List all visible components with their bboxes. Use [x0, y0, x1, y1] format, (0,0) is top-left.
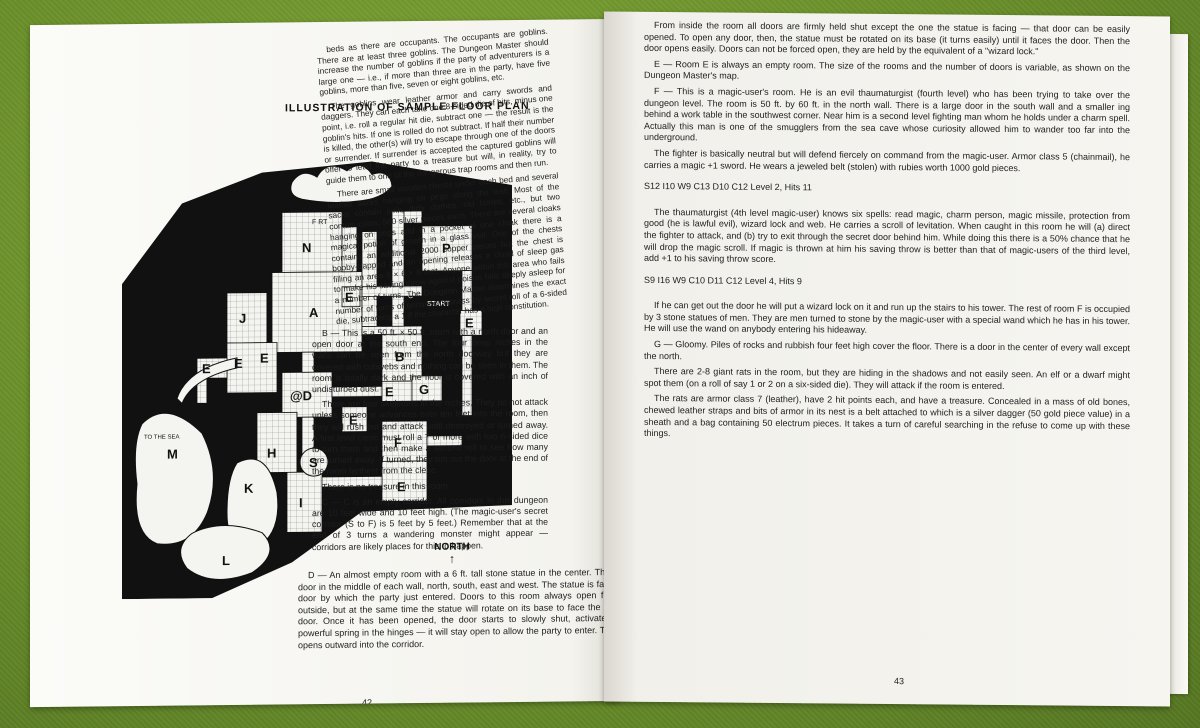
room-J: [226, 292, 268, 344]
room-G: [411, 375, 443, 402]
right-page: From inside the room all doors are firml…: [604, 11, 1170, 707]
corridor-8: [301, 351, 315, 373]
paragraph: There are four skeletons in the niches. …: [312, 396, 548, 477]
label-P: P: [442, 241, 451, 256]
corridor-14: [361, 325, 423, 336]
label-D: @D: [290, 388, 312, 403]
label-E1: E: [345, 290, 354, 305]
left-text-column-middle: B — This is a 50 ft. × 50 ft. room with …: [312, 326, 548, 557]
room-H: [256, 411, 298, 474]
left-page: ILLUSTRATION OF SAMPLE FLOOR PLAN: [30, 18, 620, 708]
corridor-5: [361, 285, 423, 298]
label-E3b: E: [260, 351, 269, 366]
room-E1: [341, 286, 361, 308]
cave-L: [180, 525, 271, 581]
label-E3: E: [234, 356, 243, 371]
left-text-column-top: beds as there are occupants. The occupan…: [316, 27, 568, 332]
paragraph: From inside the room all doors are firml…: [644, 19, 1130, 57]
label-A: A: [309, 305, 319, 320]
label-to-the-sea: TO THE SEA: [144, 435, 179, 441]
paragraph: D — An almost empty room with a 6 ft. ta…: [298, 566, 620, 650]
paragraph: The fighter is basically neutral but wil…: [644, 147, 1130, 173]
label-frt: F RT: [312, 219, 328, 226]
room-E6: [341, 406, 368, 433]
corridor-7: [461, 335, 473, 416]
corridor-11: [426, 435, 463, 447]
paragraph: There are 2-8 giant rats in the room, bu…: [644, 366, 1130, 391]
right-text-column-top: From inside the room all doors are firml…: [644, 20, 1130, 448]
label-E5: E: [385, 384, 394, 399]
paragraph: The goblins wear leather armor and carry…: [320, 83, 557, 186]
cavern-top: [290, 165, 393, 203]
label-G: G: [419, 382, 429, 397]
label-J: J: [239, 311, 246, 326]
fighter-stats: S12 I10 W9 C13 D10 C12 Level 2, Hits 11: [644, 181, 812, 193]
label-N: N: [302, 240, 311, 255]
left-text-column-bottom: D — An almost empty room with a 6 ft. ta…: [298, 567, 620, 656]
paragraph: E — Room E is always an empty room. The …: [644, 58, 1130, 82]
paragraph: There are small wooden chests under each…: [327, 171, 568, 327]
room-P: [421, 225, 473, 272]
label-I: I: [299, 495, 303, 510]
label-K: K: [244, 481, 254, 496]
label-c: C: [408, 293, 413, 300]
label-E2: E: [465, 315, 474, 330]
corridor-6: [461, 270, 473, 311]
paragraph: C — C is an empty corridor. All corridor…: [312, 494, 548, 552]
label-H: H: [267, 446, 276, 461]
label-M: M: [167, 447, 178, 462]
cave-passage: [176, 357, 238, 405]
dungeon-floor-plan-map: N A J P E E E E E E B @D G E H F S E K I…: [122, 161, 512, 600]
paragraph: The rats are armor class 7 (leather), ha…: [644, 393, 1130, 439]
paragraph: F — This is a magic-user's room. He is a…: [644, 85, 1130, 143]
label-F: F: [394, 435, 402, 450]
label-E4: E: [202, 361, 211, 376]
label-start: START: [427, 301, 451, 308]
label-L: L: [222, 553, 230, 568]
paragraph: If he can get out the door he will put a…: [644, 300, 1130, 336]
paragraph: The thaumaturgist (4th level magic-user)…: [644, 206, 1130, 265]
paragraph: B — This is a 50 ft. × 50 ft. room with …: [312, 325, 548, 395]
label-B: B: [395, 349, 404, 364]
thaumaturgist-stats: S9 I16 W9 C10 D11 C12 Level 4, Hits 9: [644, 274, 802, 286]
label-E7: E: [397, 479, 406, 494]
room-S: [299, 447, 329, 477]
corridor-1: [341, 226, 358, 273]
page-number-right: 43: [894, 676, 905, 687]
label-E6: E: [349, 413, 358, 428]
page-edges: [1168, 33, 1188, 695]
label-S: S: [309, 455, 318, 470]
paragraph: There is no treasure in this room.: [322, 480, 451, 492]
paragraph: G — Gloomy. Piles of rocks and rubbish f…: [644, 339, 1130, 361]
